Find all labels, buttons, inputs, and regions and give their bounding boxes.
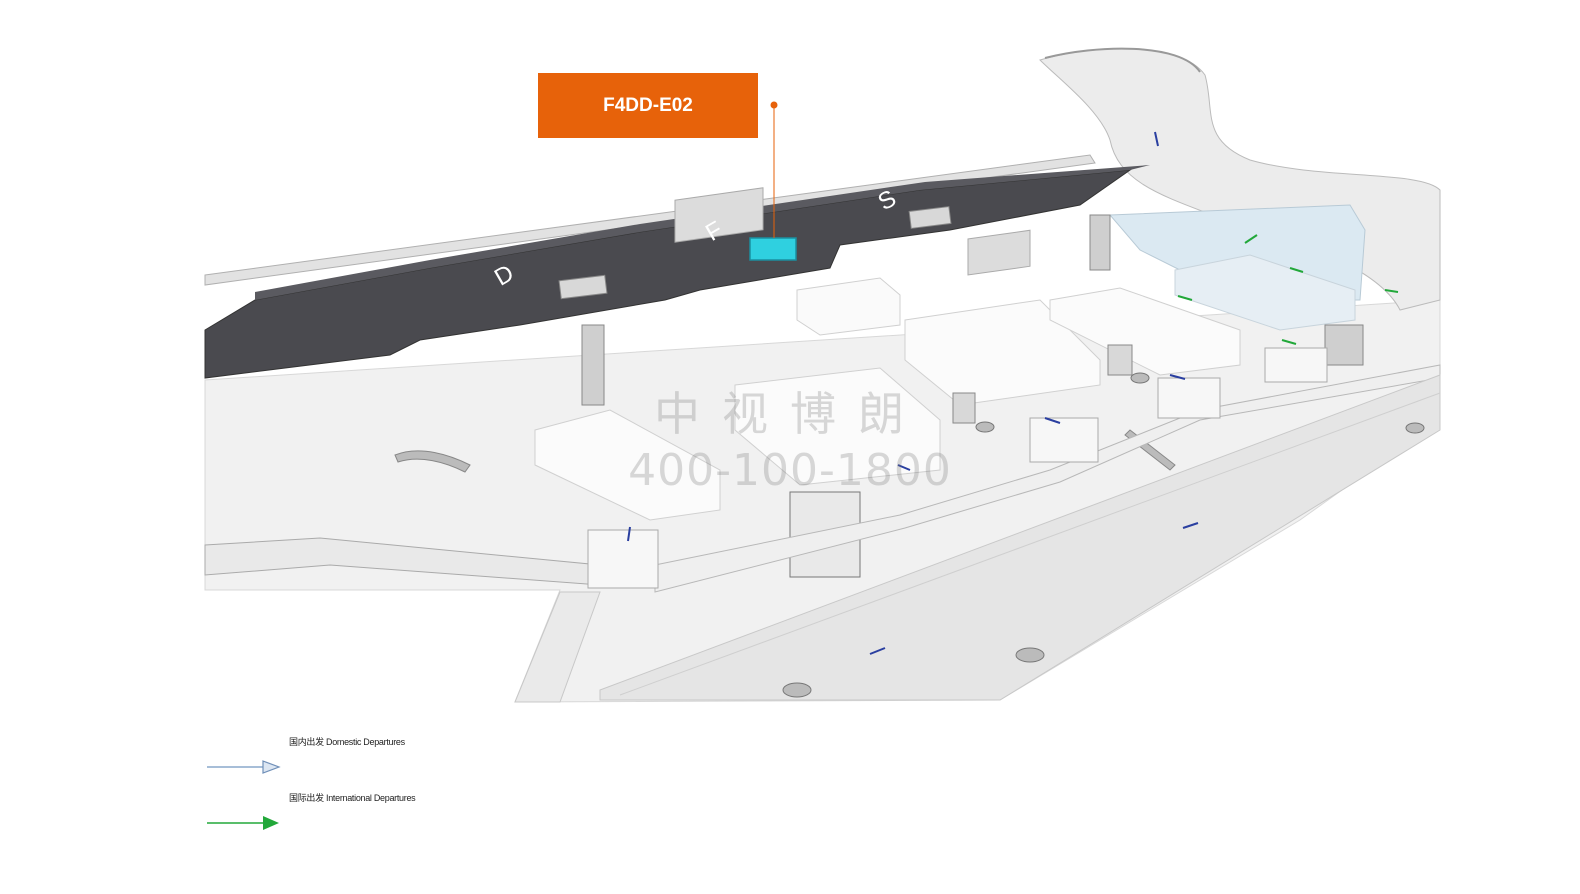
car [1015, 647, 1045, 663]
ad-position-code: F4DD-E02 [603, 94, 693, 116]
dfs-lightbox [558, 274, 608, 300]
highlighted-ad-position [749, 237, 797, 261]
road-lane-line [619, 392, 1441, 696]
shop-block [1049, 287, 1241, 376]
entrance-pavilion [1157, 377, 1221, 419]
car [782, 682, 812, 698]
shop-block [534, 409, 721, 521]
escalator-tower [1089, 214, 1111, 271]
escalator-tower [1324, 324, 1364, 366]
entrance-pavilion [1264, 347, 1328, 383]
flow-arrow [869, 647, 886, 655]
billboard [967, 229, 1031, 276]
flow-arrow [1289, 267, 1304, 273]
car [1130, 372, 1150, 384]
flow-arrow [1044, 417, 1061, 424]
kiosk [952, 392, 976, 424]
domestic-flow-arrows [627, 131, 1199, 655]
legend-item-international: 国际出发 International Departures [205, 791, 525, 831]
car [1405, 422, 1425, 434]
dfs-lightbox [908, 206, 952, 229]
shop-block [796, 277, 901, 336]
shop-block [1174, 254, 1356, 331]
domestic-departure-arrow-icon [207, 760, 281, 774]
shop-block [734, 367, 941, 486]
map-legend: 国内出发 Domestic Departures 国际出发 Internatio… [205, 735, 525, 835]
car [975, 421, 995, 433]
kiosk [1107, 344, 1133, 376]
billboard [674, 187, 764, 243]
flow-arrow [1182, 522, 1199, 529]
legend-label-domestic: 国内出发 Domestic Departures [289, 737, 405, 747]
callout-leader-dot [770, 101, 778, 109]
international-departure-arrow-icon [207, 816, 279, 830]
top-railing [204, 154, 1096, 286]
flow-arrow [1384, 289, 1399, 293]
flow-arrow [1154, 131, 1159, 147]
flow-arrow [1244, 234, 1258, 244]
curbside-road [599, 374, 1441, 701]
escalator [394, 450, 471, 473]
international-flow-arrows [1177, 234, 1399, 345]
flow-arrow [1177, 295, 1193, 301]
upper-walkway-rail [1044, 47, 1201, 73]
flow-arrow [897, 464, 911, 471]
flow-arrow [627, 526, 631, 542]
legend-item-domestic: 国内出发 Domestic Departures [205, 735, 525, 775]
ad-position-callout: F4DD-E02 [538, 73, 758, 138]
entrance-pavilion [587, 529, 659, 589]
entrance-pavilion [1029, 417, 1099, 463]
legend-label-international: 国际出发 International Departures [289, 793, 416, 803]
flow-arrow [1281, 339, 1297, 345]
access-ramp [514, 591, 601, 703]
escalator-tower [581, 324, 605, 406]
shop-block [904, 299, 1101, 406]
flow-arrow [1169, 374, 1186, 380]
